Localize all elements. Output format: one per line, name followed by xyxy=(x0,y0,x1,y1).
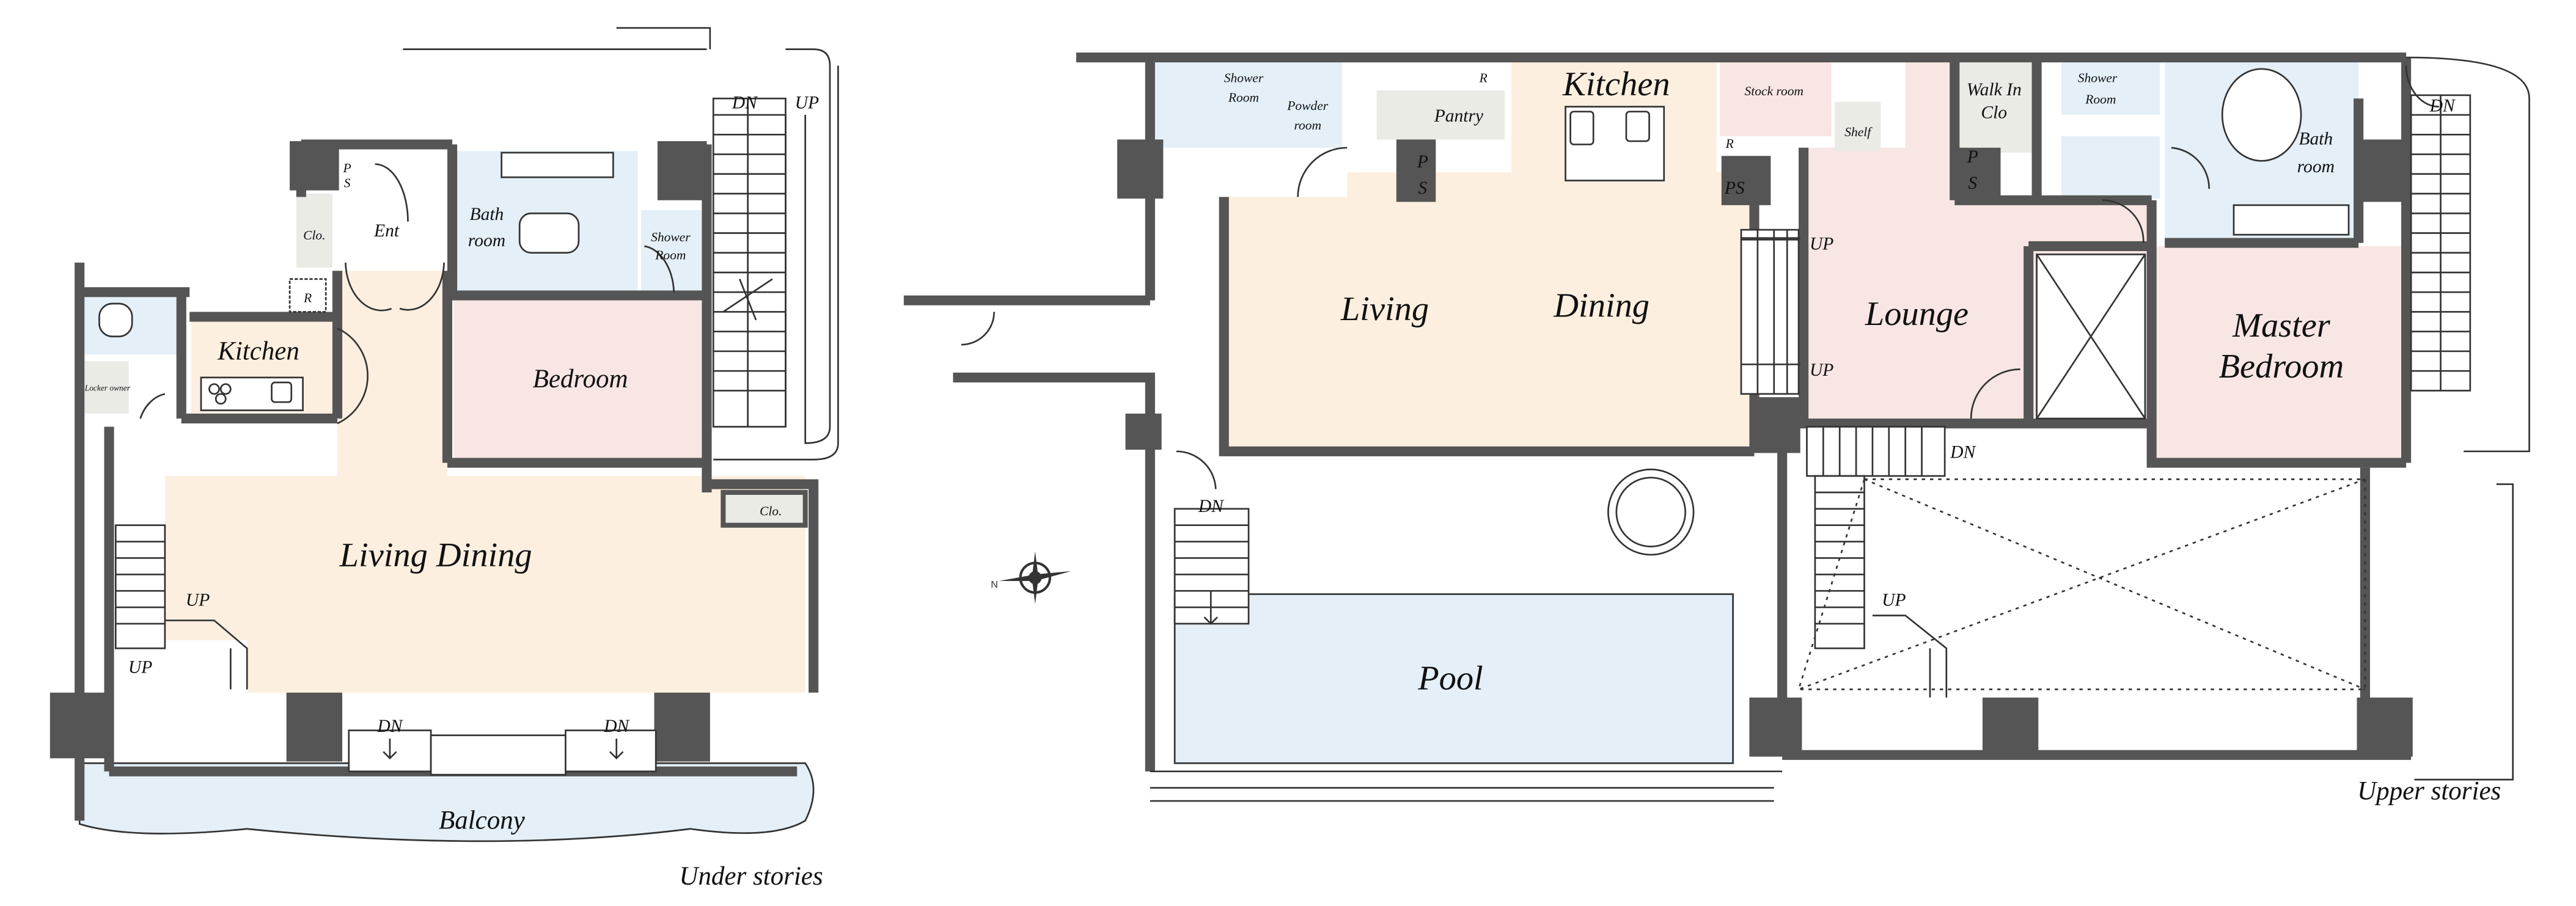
stair-dn-label-2: DN xyxy=(376,717,403,736)
under-stories-caption: Under stories xyxy=(679,862,823,891)
shower-room-right-area xyxy=(2061,62,2160,115)
powder-room-label-line2: room xyxy=(1294,118,1321,133)
bathroom-label-line1: Bath xyxy=(470,205,504,224)
living-dining-label: Living Dining xyxy=(339,536,532,574)
powder-room-label-line1: Powder xyxy=(1286,98,1328,113)
balcony-steps xyxy=(348,729,657,776)
hot-tub-icon xyxy=(1607,469,1695,556)
living-label: Living xyxy=(1340,290,1429,328)
stair-dn-label-pool: DN xyxy=(1198,497,1225,516)
shelf-area xyxy=(1835,101,1881,152)
under-stories-plan: Living Dining Kitchen Bedroom Bath room … xyxy=(50,27,839,891)
powder-room-area xyxy=(1273,62,1343,148)
pool-area xyxy=(1173,593,1734,764)
bathtub-icon xyxy=(518,212,580,254)
stairs-upper xyxy=(1173,94,2471,698)
walls-under xyxy=(50,27,819,821)
stair-dn-label-right: DN xyxy=(2429,97,2456,116)
ps-label-s: S xyxy=(344,175,351,190)
void-area xyxy=(1797,254,2366,690)
svg-text:N: N xyxy=(991,579,998,590)
closet-label: Clo. xyxy=(303,228,325,243)
balcony-area xyxy=(78,762,815,842)
fridge-label: R xyxy=(1725,136,1734,151)
ps-label-p: P xyxy=(343,161,351,175)
ps-label: PS xyxy=(1724,178,1745,198)
vanity-icon xyxy=(501,152,614,178)
stair-up-label: UP xyxy=(1810,234,1833,254)
stair-dn-label-3: DN xyxy=(603,717,630,736)
vanity-icon xyxy=(2233,204,2350,236)
walk-in-closet-area xyxy=(1954,62,2034,153)
shower-room-left-area xyxy=(1150,62,1274,148)
master-bedroom-area xyxy=(2151,246,2407,460)
living-dining-area xyxy=(164,271,805,693)
stair-dn-label: DN xyxy=(1950,443,1976,462)
upper-stories-plan: Living Dining Kitchen Lounge Master Bedr… xyxy=(903,52,2530,805)
stair-up-label: UP xyxy=(795,93,819,112)
shelf-label: Shelf xyxy=(1844,125,1873,139)
stair-up-label-2: UP xyxy=(186,590,210,610)
bathroom-label-line2: room xyxy=(468,231,505,250)
stock-room-label: Stock room xyxy=(1744,84,1803,98)
doors-under xyxy=(139,163,675,425)
shower-room-label-line1: Shower xyxy=(651,230,691,244)
lounge-label: Lounge xyxy=(1865,295,1969,333)
bathroom-label-line1: Bath xyxy=(2299,129,2333,148)
stair-up-label-3: UP xyxy=(128,658,152,678)
master-bedroom-label-line2: Bedroom xyxy=(2219,348,2344,385)
ps-label-p-2: P xyxy=(1967,147,1978,167)
shower-room-right-label-line1: Shower xyxy=(2078,70,2118,85)
upper-stories-caption: Upper stories xyxy=(2357,776,2501,805)
shower-room-left-label-line2: Room xyxy=(1228,90,1259,105)
stairs-under-left xyxy=(114,524,248,690)
stock-room-area xyxy=(1720,57,1832,136)
locker-area xyxy=(83,361,129,414)
toilet-right-area xyxy=(2061,136,2160,199)
closet2-label: Clo. xyxy=(760,504,782,519)
stairs-under-right xyxy=(712,48,839,461)
kitchen-label: Kitchen xyxy=(1562,65,1670,103)
dining-label: Dining xyxy=(1553,287,1649,325)
pantry-label: Pantry xyxy=(1434,106,1484,126)
fridge-label: R xyxy=(303,290,312,305)
closet2-area xyxy=(721,489,808,528)
fridge-label-2: R xyxy=(1479,70,1488,85)
bathroom-label-line2: room xyxy=(2297,157,2335,177)
stair-dn-label: DN xyxy=(732,93,758,112)
walk-in-closet-label-line1: Walk In xyxy=(1967,80,2022,100)
toilet-icon xyxy=(98,302,133,338)
pantry-area xyxy=(1376,90,1505,140)
compass-icon: N xyxy=(991,551,1071,604)
stair-up-label-3: UP xyxy=(1882,590,1906,610)
walk-in-closet-label-line2: Clo xyxy=(1981,103,2007,122)
bathtub-icon xyxy=(2221,68,2302,162)
bedroom-area xyxy=(453,295,707,460)
master-bedroom-label-line1: Master xyxy=(2232,307,2331,345)
locker-label: Locker owner xyxy=(84,383,131,392)
doors-upper xyxy=(961,65,2439,489)
ps-label-s: S xyxy=(1418,178,1427,198)
kitchen-label: Kitchen xyxy=(217,337,299,365)
entrance-label: Ent xyxy=(373,221,400,241)
ps-label-s-2: S xyxy=(1968,174,1977,193)
bedroom-label: Bedroom xyxy=(533,365,628,393)
shower-room-label-line2: Room xyxy=(655,247,686,262)
ps-label-p: P xyxy=(1417,152,1428,172)
pool-label: Pool xyxy=(1417,659,1483,697)
shower-room-left-label-line1: Shower xyxy=(1224,70,1264,85)
balcony-label: Balcony xyxy=(439,806,526,835)
stair-up-label-2: UP xyxy=(1810,360,1833,380)
shower-room-right-label-line2: Room xyxy=(2085,92,2116,106)
closet-area xyxy=(296,194,332,268)
